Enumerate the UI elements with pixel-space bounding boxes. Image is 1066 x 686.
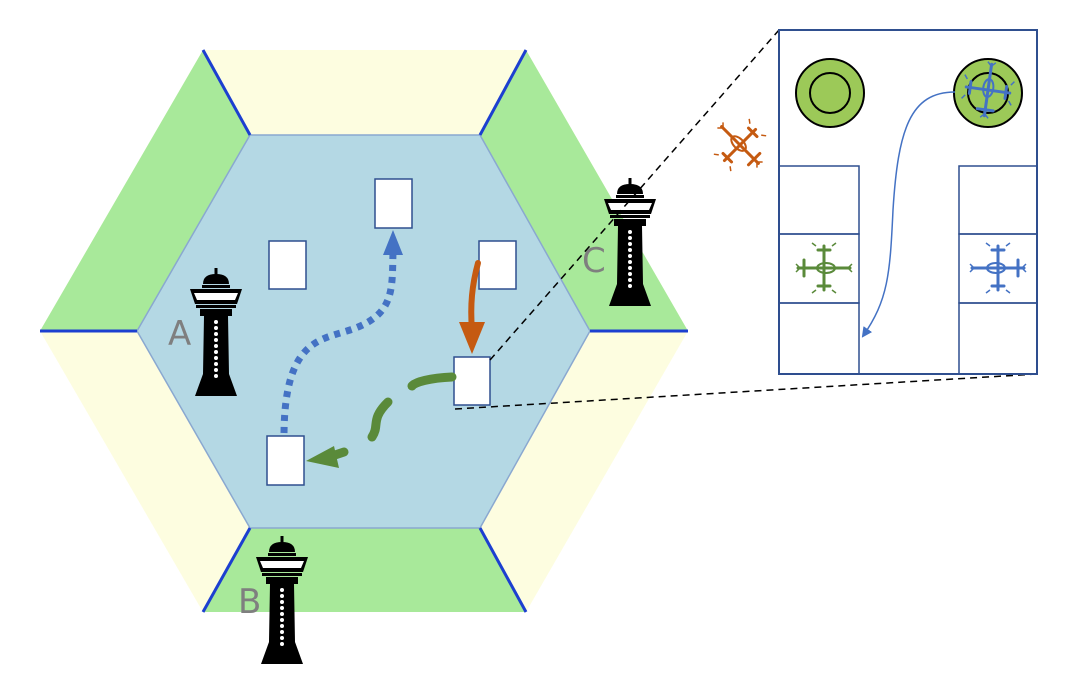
orange-path-arrowhead bbox=[459, 322, 485, 354]
tower-a-label: A bbox=[168, 314, 191, 354]
blue-flight-path bbox=[280, 251, 397, 434]
green-flight-path-segment-1 bbox=[407, 372, 457, 391]
vertiports bbox=[266, 178, 517, 486]
vertiport-top bbox=[374, 178, 413, 229]
vertiport-bottom bbox=[266, 435, 305, 486]
vtol-aircraft-icon bbox=[701, 106, 779, 184]
blue-path-arrowhead bbox=[383, 230, 403, 255]
middle-zone-top-left bbox=[40, 50, 250, 331]
zoom-callout-lines bbox=[454, 29, 1038, 410]
taxi-route bbox=[861, 91, 956, 338]
landing-pad-icon bbox=[795, 58, 865, 128]
vertiport-center[interactable] bbox=[453, 356, 491, 406]
green-path-arrowhead bbox=[306, 446, 339, 468]
vertiport-right bbox=[478, 240, 517, 290]
tower-b-label: B bbox=[238, 582, 261, 622]
tower-c-label: C bbox=[582, 241, 606, 281]
sector-boundaries bbox=[40, 49, 688, 613]
parking-stands bbox=[778, 165, 1038, 375]
vertiport-left bbox=[268, 240, 307, 290]
vertiport-detail-panel bbox=[778, 29, 1038, 375]
green-flight-path-segment-2 bbox=[367, 397, 393, 442]
